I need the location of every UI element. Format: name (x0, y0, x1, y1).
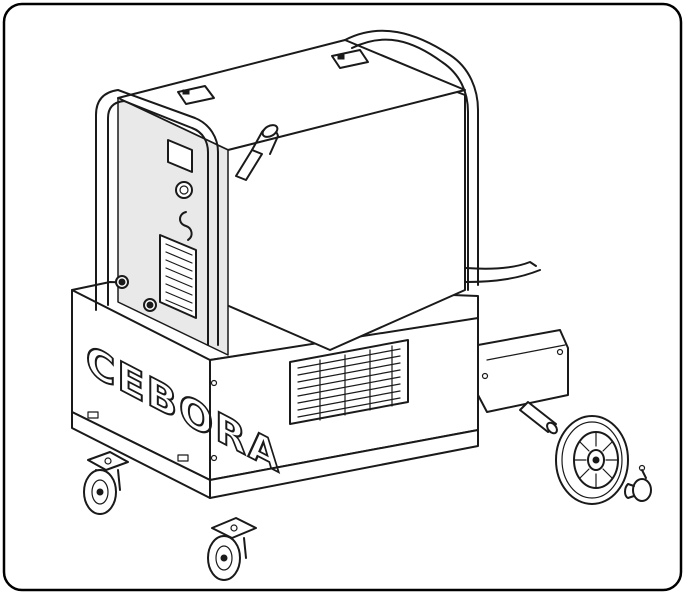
control-knob-center (179, 185, 189, 195)
hub-cap (624, 464, 652, 502)
caster-front-left (83, 451, 129, 515)
rail-bolt-icon-2 (481, 372, 489, 380)
foot-slot (87, 411, 99, 419)
socket-left-core (118, 278, 126, 286)
rear-rail-edge (486, 344, 566, 361)
tire-tread (561, 421, 623, 499)
cotter-pin-icon (641, 469, 647, 479)
rear-handle-outer (344, 29, 479, 286)
rear-rail (477, 329, 569, 413)
side-bolt-icon-2 (210, 454, 218, 462)
cap-side (624, 483, 635, 499)
rim-spokes (573, 431, 619, 489)
rear-axle (519, 401, 558, 435)
side-bolt-icon (210, 379, 218, 387)
welding-machine (95, 29, 541, 356)
cap-front (632, 478, 652, 502)
foot-slot-2 (177, 454, 189, 462)
power-cable-lower (465, 269, 541, 283)
tray-bottom-lip-front (209, 429, 479, 499)
machine-front-panel (117, 97, 229, 356)
control-knob-icon (175, 181, 193, 199)
rear-handle-inner (351, 38, 469, 291)
display-window (167, 139, 193, 173)
gas-hose-holder (235, 124, 279, 181)
vent-slats (297, 348, 401, 418)
cable-hook-icon (179, 211, 193, 241)
vent-grille (289, 339, 409, 425)
rear-wheel (555, 415, 629, 505)
caster-front-center (207, 517, 257, 581)
front-handle-outer (95, 89, 219, 346)
caster-plate (87, 451, 129, 471)
front-handle-inner (107, 100, 209, 346)
louvre-slats (165, 243, 193, 312)
louvre-block (159, 234, 197, 319)
caster-plate-2 (211, 517, 257, 539)
power-cable (465, 261, 537, 270)
rail-bolt-icon (556, 348, 564, 356)
vent-dividers (319, 345, 393, 421)
latch-rear (331, 49, 369, 69)
socket-right-core (146, 301, 154, 309)
latch-front (177, 85, 215, 105)
